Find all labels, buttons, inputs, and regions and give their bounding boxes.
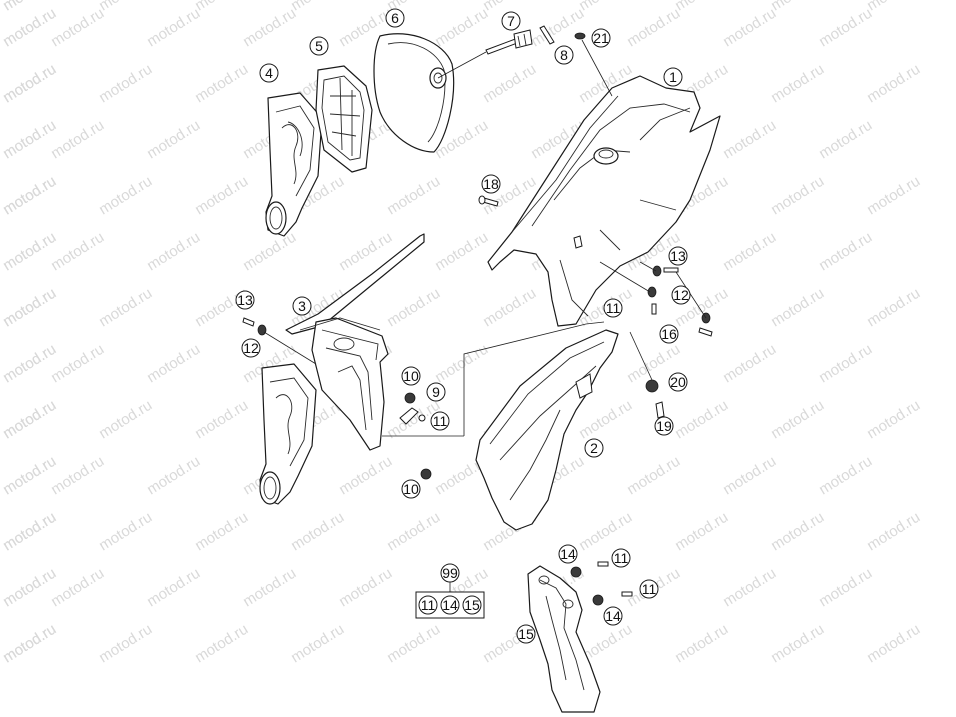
part-3-air-duct xyxy=(285,233,425,451)
callout-10-upper: 10 xyxy=(401,366,421,386)
svg-text:8: 8 xyxy=(560,47,568,63)
svg-text:10: 10 xyxy=(403,481,419,497)
svg-text:10: 10 xyxy=(403,368,419,384)
svg-text:3: 3 xyxy=(298,298,306,314)
svg-text:2: 2 xyxy=(590,440,598,456)
callout-11-left: 11 xyxy=(430,411,450,431)
svg-text:19: 19 xyxy=(656,418,672,434)
callout-9: 9 xyxy=(426,382,446,402)
part-1-air-box xyxy=(487,75,721,327)
callout-10-lower: 10 xyxy=(401,479,421,499)
svg-text:5: 5 xyxy=(315,38,323,54)
callout-kit-item-14: 14 xyxy=(440,595,460,615)
callout-18: 18 xyxy=(481,174,501,194)
svg-text:11: 11 xyxy=(606,300,621,316)
part-21-grommet xyxy=(574,32,586,40)
callout-5: 5 xyxy=(309,36,329,56)
svg-text:18: 18 xyxy=(483,176,499,192)
svg-text:1: 1 xyxy=(669,69,677,85)
part-15-frame-guard xyxy=(527,561,633,713)
part-4-air-filter xyxy=(265,92,323,237)
callout-13-left: 13 xyxy=(235,290,255,310)
callout-20: 20 xyxy=(668,372,688,392)
svg-text:15: 15 xyxy=(518,626,534,642)
callout-kit-item-15: 15 xyxy=(462,595,482,615)
svg-text:14: 14 xyxy=(560,546,576,562)
callout-15: 15 xyxy=(516,624,536,644)
svg-text:11: 11 xyxy=(614,550,629,566)
callout-8: 8 xyxy=(554,45,574,65)
callout-kit-item-11: 11 xyxy=(418,595,438,615)
svg-text:12: 12 xyxy=(243,340,259,356)
callout-kit-99: 99 xyxy=(440,563,460,583)
callout-6: 6 xyxy=(385,8,405,28)
svg-text:14: 14 xyxy=(605,608,621,624)
callout-16: 16 xyxy=(659,324,679,344)
part-5-filter-cage xyxy=(315,65,373,173)
svg-text:4: 4 xyxy=(265,65,273,81)
callout-12-right: 12 xyxy=(671,285,691,305)
svg-text:6: 6 xyxy=(391,10,399,26)
svg-text:13: 13 xyxy=(670,248,686,264)
svg-text:11: 11 xyxy=(421,597,436,613)
hardware-left-side xyxy=(242,317,432,480)
callout-3: 3 xyxy=(292,296,312,316)
callout-14-lower: 14 xyxy=(603,606,623,626)
svg-text:11: 11 xyxy=(642,581,657,597)
callout-13-right: 13 xyxy=(668,246,688,266)
hardware-bottom-right xyxy=(629,331,665,419)
callout-14-upper: 14 xyxy=(558,544,578,564)
part-7-bolt xyxy=(485,29,533,55)
part-2-side-panel xyxy=(475,329,619,531)
part-18-screw xyxy=(478,195,499,207)
hardware-right-side xyxy=(599,261,713,337)
leader-line-assembly xyxy=(463,321,605,436)
callout-11-right: 11 xyxy=(603,298,623,318)
callout-4: 4 xyxy=(259,63,279,83)
part-6-filter-screen xyxy=(373,33,455,153)
callout-7: 7 xyxy=(501,11,521,31)
leader-line-grommet xyxy=(581,39,613,97)
callout-12-left: 12 xyxy=(241,338,261,358)
callout-11-guard-top: 11 xyxy=(611,548,631,568)
svg-text:15: 15 xyxy=(464,597,480,613)
callout-1: 1 xyxy=(663,67,683,87)
svg-text:20: 20 xyxy=(670,374,686,390)
callout-11-guard-bottom: 11 xyxy=(639,579,659,599)
callout-21: 21 xyxy=(591,28,611,48)
part-8-pin xyxy=(539,25,555,45)
svg-text:21: 21 xyxy=(593,30,609,46)
svg-text:12: 12 xyxy=(673,287,689,303)
svg-text:9: 9 xyxy=(432,384,440,400)
callout-2: 2 xyxy=(584,438,604,458)
svg-text:16: 16 xyxy=(661,326,677,342)
svg-text:14: 14 xyxy=(442,597,458,613)
leader-line-screen-bolt xyxy=(437,51,487,79)
svg-text:11: 11 xyxy=(433,413,448,429)
callout-19: 19 xyxy=(654,416,674,436)
svg-text:7: 7 xyxy=(507,13,515,29)
svg-text:13: 13 xyxy=(237,292,253,308)
svg-text:99: 99 xyxy=(442,565,458,581)
part-4-air-filter-lower xyxy=(259,363,317,505)
